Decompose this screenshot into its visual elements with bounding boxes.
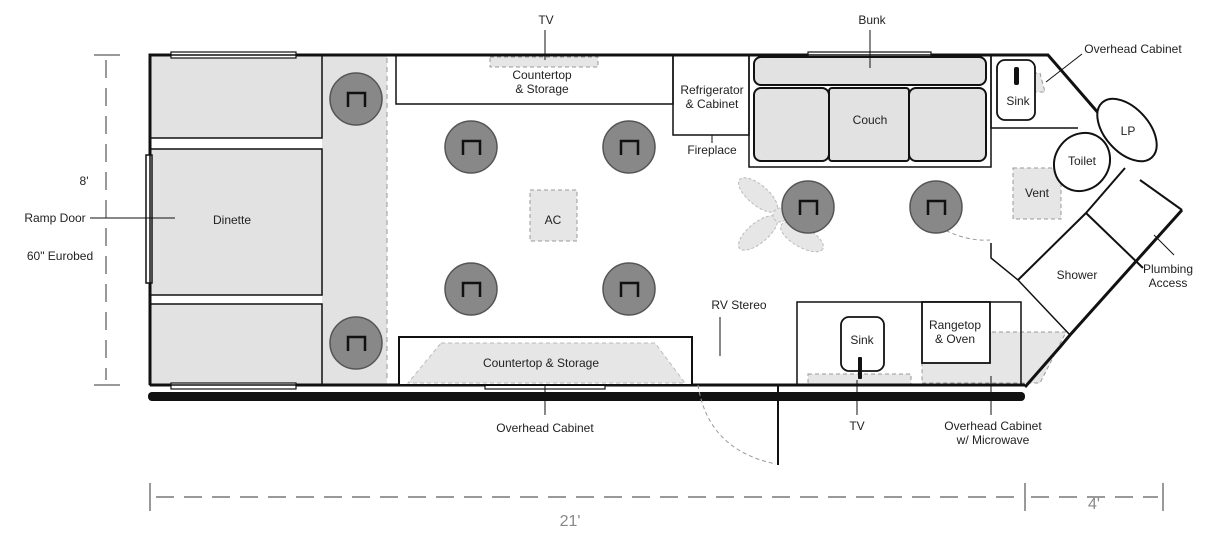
kitchen-sink-label: Sink xyxy=(850,333,874,347)
eurobed-label: 60" Eurobed xyxy=(27,249,93,263)
rangetop-oven xyxy=(921,301,991,364)
ac-label: AC xyxy=(545,213,562,227)
shower-label: Shower xyxy=(1057,268,1098,282)
ramp-door-panel[interactable] xyxy=(145,154,153,284)
fireplace-label: Fireplace xyxy=(687,143,737,157)
dim-21ft-label: 21' xyxy=(560,513,581,530)
rangetop-oven-label: Rangetop& Oven xyxy=(929,318,981,346)
dimension-21ft xyxy=(149,483,1164,511)
bunk-label: Bunk xyxy=(858,13,886,27)
vent xyxy=(1012,167,1062,220)
kitchen-sink xyxy=(840,316,885,372)
vent-label: Vent xyxy=(1025,186,1050,200)
couch-label: Couch xyxy=(853,113,888,127)
captain-chair-icon xyxy=(909,180,963,234)
captain-chair-icon xyxy=(444,120,498,174)
refrigerator-cabinet-label: Refrigerator& Cabinet xyxy=(680,83,743,111)
ac-unit xyxy=(529,189,578,242)
couch-cushion-left xyxy=(753,87,830,162)
dim-4ft-label: 4' xyxy=(1088,496,1100,513)
couch-cushion-right xyxy=(908,87,987,162)
captain-chair-icon xyxy=(444,262,498,316)
entry-door-swing xyxy=(697,384,777,465)
overhead-cabinet-top-label: Overhead Cabinet xyxy=(1084,42,1182,56)
dinette-table xyxy=(150,149,322,295)
dimension-8ft xyxy=(94,54,120,386)
bath-sink xyxy=(996,59,1036,121)
rv-stereo-label: RV Stereo xyxy=(711,298,766,312)
lp-tank xyxy=(1096,97,1158,163)
tv-top-mount xyxy=(489,56,599,68)
toilet-label: Toilet xyxy=(1068,154,1097,168)
overhead-cabinet-bottom-label: Overhead Cabinet xyxy=(496,421,594,435)
lp-label: LP xyxy=(1121,124,1136,138)
dim-8ft-label: 8' xyxy=(80,174,89,188)
captain-chair-icon xyxy=(781,180,835,234)
captain-chair-icon xyxy=(329,316,383,370)
tv-bottom-label: TV xyxy=(849,419,864,433)
captain-chair-icon xyxy=(602,120,656,174)
ramp-door-label: Ramp Door xyxy=(24,211,85,225)
captain-chair-icon xyxy=(329,72,383,126)
countertop-storage-bottom-label: Countertop & Storage xyxy=(483,356,599,370)
window-dinette-bottom xyxy=(170,382,297,390)
seat-group xyxy=(329,72,963,370)
bath-sink-label: Sink xyxy=(1006,94,1030,108)
dinette-bench-bottom xyxy=(150,304,322,385)
toilet xyxy=(1052,131,1112,193)
dinette-bench-top xyxy=(150,55,322,138)
trailer-chassis xyxy=(148,392,1025,401)
countertop-storage-top-label: Countertop& Storage xyxy=(512,68,572,96)
tv-top-label: TV xyxy=(538,13,553,27)
dinette-label: Dinette xyxy=(213,213,251,227)
captain-chair-icon xyxy=(602,262,656,316)
